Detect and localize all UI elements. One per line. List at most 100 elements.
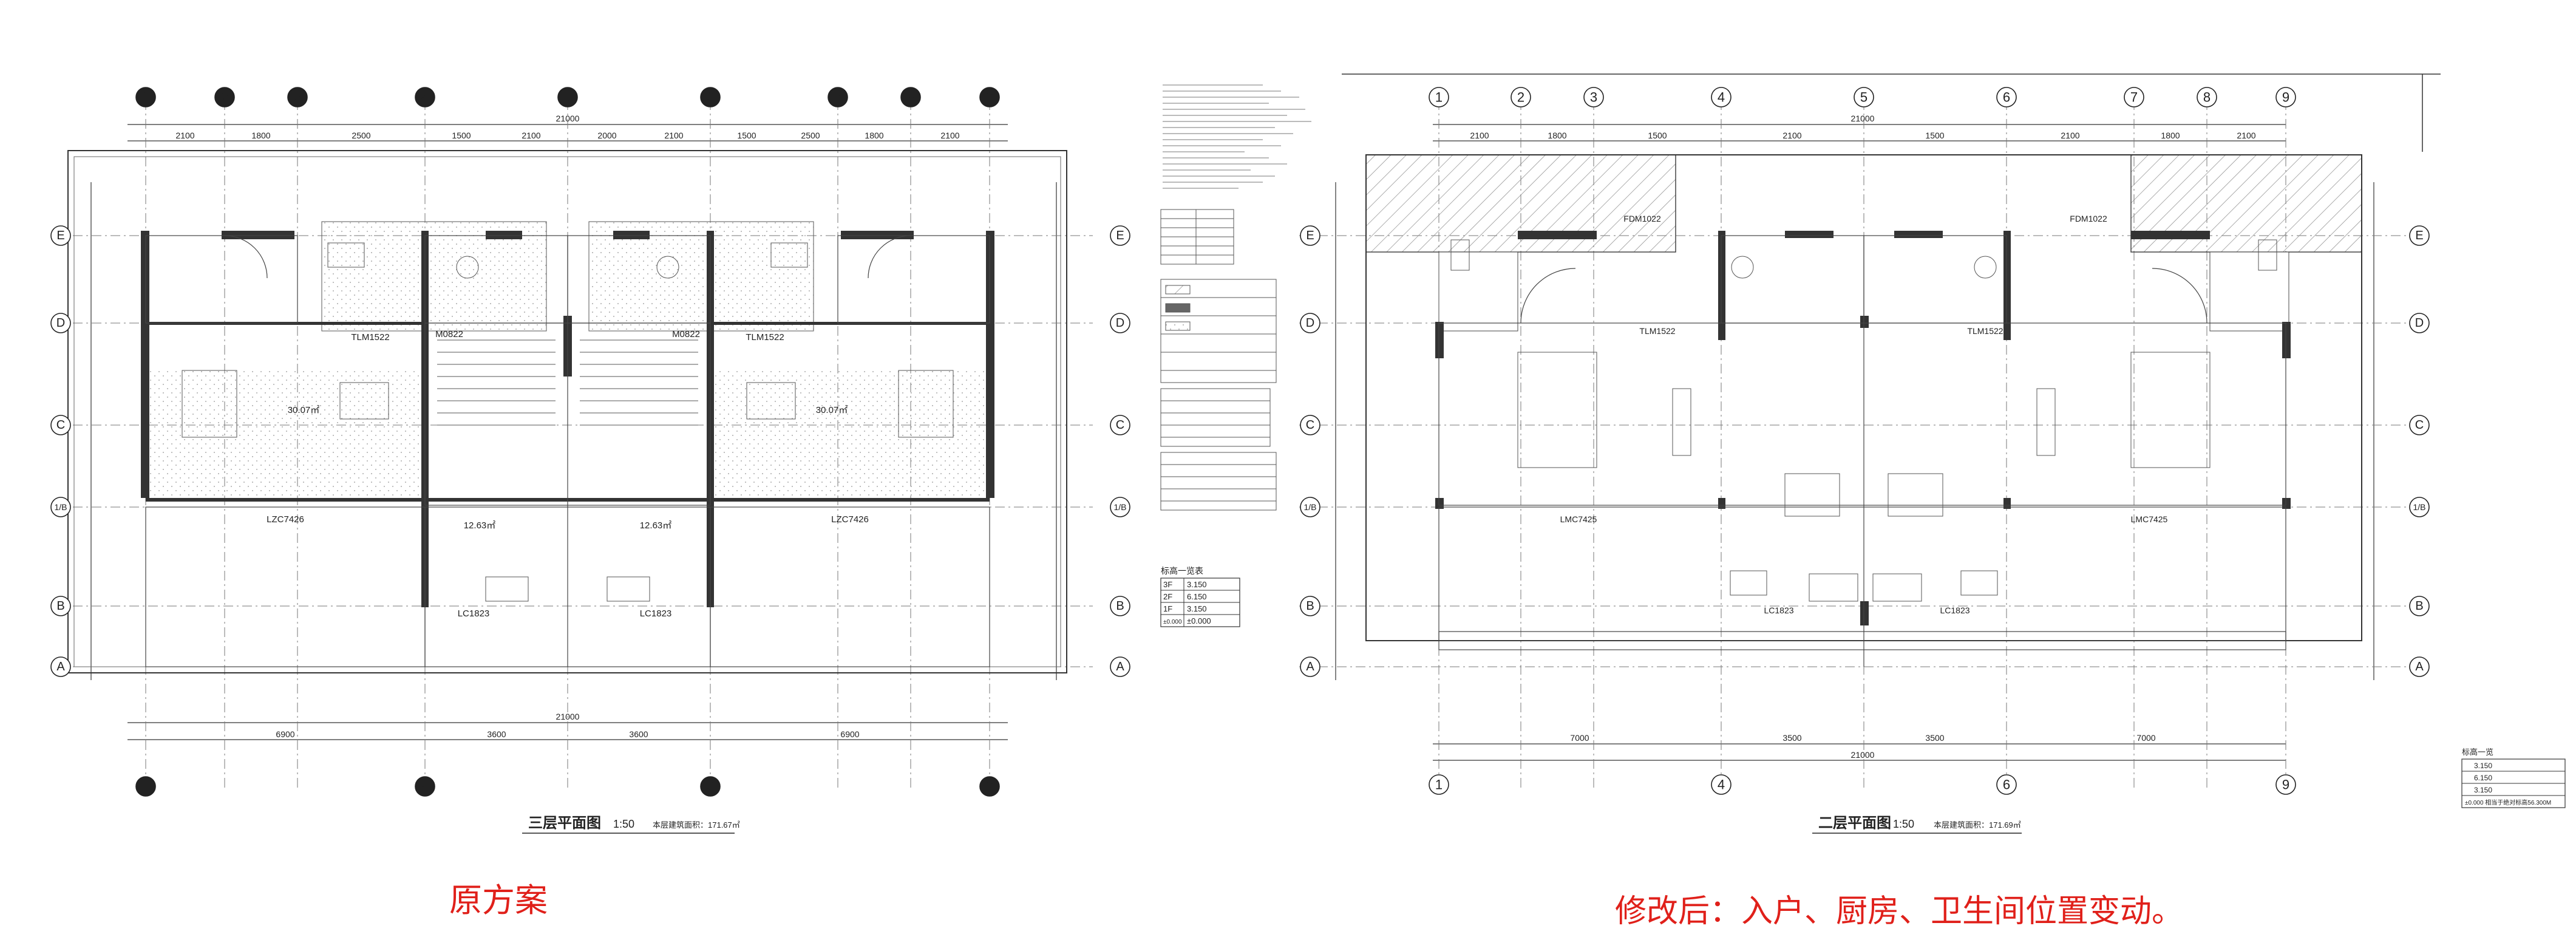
right-dim-top-6: 2100 [2061,131,2079,140]
right-axis-9: 9 [2282,90,2289,105]
elev-value-3: 3.150 [1187,604,1207,613]
right-door-3: FDM1022 [1623,214,1661,223]
right-dim-bottom-1: 7000 [1570,733,1589,743]
right-plan-title: 二层平面图 [1818,815,1891,831]
left-window-1: LZC7426 [267,514,304,525]
right-axis-E: E [1306,229,1314,242]
right-floor-plan: 1 2 3 4 5 6 7 8 9 1 4 6 9 E D C 1/B B A … [1299,73,2441,834]
left-dim-top-7: 2100 [664,131,683,140]
left-room-area-4: 12.63㎡ [640,520,672,531]
left-total-dim: 21000 [556,114,580,123]
left-window-3: LC1823 [458,608,490,619]
right-axis-8: 8 [2203,90,2211,105]
right-elev-3: 3.150 [2474,786,2492,794]
left-door-2: TLM1522 [746,332,784,342]
right-elev-2: 6.150 [2474,774,2492,782]
left-axis-D-right: D [1116,316,1124,330]
right-window-2: LMC7425 [2131,514,2168,524]
right-axis-2: 2 [1517,90,1524,105]
left-dim-top-10: 1800 [865,131,883,140]
right-elevation-table: 标高一览 3.150 6.150 3.150 ±0.000 相当于绝对标高56.… [2461,748,2566,808]
right-door-1: TLM1522 [1639,326,1675,336]
left-dim-top-4: 1500 [452,131,471,140]
right-axis-A-right: A [2415,660,2424,673]
left-dim-top-6: 2000 [597,131,616,140]
left-axis-9: 9 [986,90,993,105]
left-axis-7: 7 [834,90,841,105]
right-window-1: LMC7425 [1560,514,1597,524]
elev-level-1: 3F [1163,580,1172,589]
left-dim-top-11: 2100 [940,131,959,140]
left-axis-C: C [56,418,65,432]
right-axis-4-bottom: 4 [1718,777,1725,792]
left-axis-A: A [56,660,65,673]
right-axis-9-bottom: 9 [2282,777,2289,792]
right-elev-header: 标高一览 [2462,748,2493,757]
right-elev-1: 3.150 [2474,762,2492,770]
left-axis-4-bottom: 4 [421,779,429,794]
right-total-dim: 21000 [1851,114,1875,123]
left-floor-plan: 1 2 3 4 5 6 7 8 9 1 4 6 9 E D C 1/B B A [50,87,1130,834]
right-dim-top-4: 2100 [1782,131,1801,140]
right-dim-bottom-3: 3500 [1925,733,1944,743]
right-window-3: LC1823 [1764,605,1793,615]
left-axis-6: 6 [707,90,714,105]
left-room-area-2: 30.07㎡ [816,405,848,415]
left-axis-E-right: E [1116,229,1124,242]
right-dim-bottom-4: 7000 [2136,733,2155,743]
left-total-dim-bottom: 21000 [556,712,580,721]
right-dim-top-7: 1800 [2161,131,2180,140]
left-door-4: M0822 [672,329,700,339]
right-window-4: LC1823 [1940,605,1969,615]
right-dim-top-2: 1800 [1548,131,1566,140]
right-axis-1-bottom: 1 [1435,777,1443,792]
left-axis-B-right: B [1116,599,1124,613]
right-axis-C: C [1306,418,1314,432]
left-dim-top-3: 2500 [352,131,370,140]
elev-value-2: 6.150 [1187,592,1207,601]
right-axis-6: 6 [2003,90,2010,105]
right-axis-C-right: C [2415,418,2424,432]
left-dim-bottom-2: 3600 [487,729,506,739]
left-axis-5: 5 [564,90,571,105]
right-axis-1B-right: 1/B [2413,502,2425,512]
left-axis-1: 1 [142,90,149,105]
right-axis-4: 4 [1718,90,1725,105]
right-dim-top-1: 2100 [1470,131,1489,140]
left-dim-top-5: 2100 [522,131,540,140]
elev-value-1: 3.150 [1187,580,1207,589]
original-scheme-caption: 原方案 [449,881,548,919]
left-axis-1-bottom: 1 [142,779,149,794]
left-plan-scale: 1:50 [613,818,634,830]
left-dim-top-2: 1800 [251,131,270,140]
elev-level-4: ±0.000 [1163,619,1182,625]
left-axis-3: 3 [294,90,301,105]
right-axis-D: D [1306,316,1314,330]
left-axis-A-right: A [1116,660,1124,673]
left-dim-top-8: 1500 [737,131,756,140]
left-axis-2: 2 [221,90,228,105]
left-axis-6-bottom: 6 [707,779,714,794]
elev-level-2: 2F [1163,592,1172,601]
left-axis-4: 4 [421,90,429,105]
right-axis-A: A [1306,660,1314,673]
left-dim-bottom-4: 6900 [840,729,859,739]
right-axis-D-right: D [2415,316,2424,330]
left-room-area-3: 12.63㎡ [464,520,496,531]
right-plan-scale: 1:50 [1893,818,1914,830]
left-elev-header: 标高一览表 [1161,566,1203,576]
right-elev-4: ±0.000 相当于绝对标高56.300M [2465,799,2551,806]
revised-scheme-caption: 修改后：入户、厨房、卫生间位置变动。 [1615,893,2184,930]
right-total-dim-bottom: 21000 [1851,750,1875,760]
right-dim-top-5: 1500 [1925,131,1944,140]
right-axis-E-right: E [2415,229,2423,242]
left-door-3: M0822 [435,329,463,339]
right-plan-area: 本层建筑面积：171.69㎡ [1934,820,2021,830]
left-axis-B: B [56,599,64,613]
right-axis-6-bottom: 6 [2003,777,2010,792]
elev-level-3: 1F [1163,604,1172,613]
left-axis-E: E [56,229,64,242]
left-door-1: TLM1522 [351,332,389,342]
left-plan-title: 三层平面图 [528,815,601,831]
